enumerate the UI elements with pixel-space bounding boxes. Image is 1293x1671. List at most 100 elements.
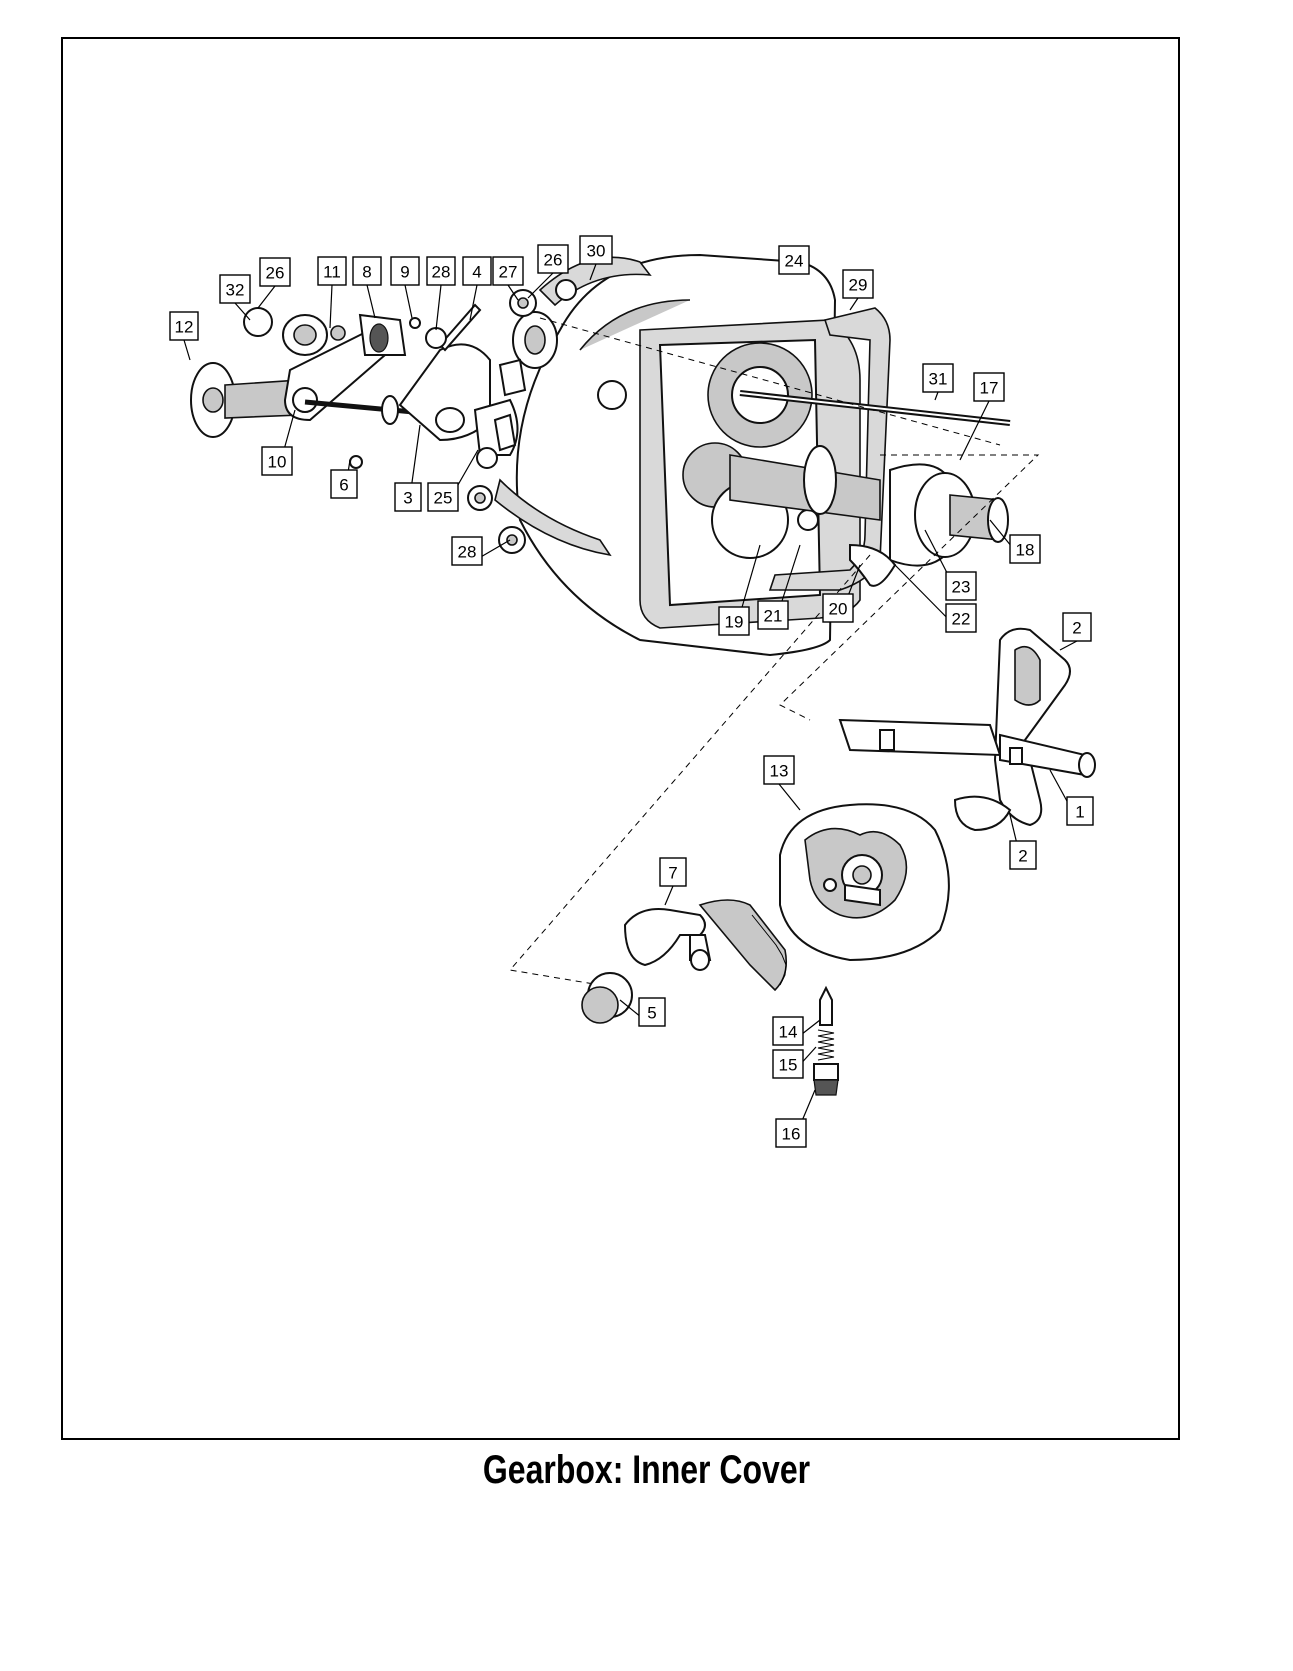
part-label-number: 16	[782, 1125, 801, 1144]
part-label-number: 14	[779, 1023, 798, 1042]
part-label-number: 6	[339, 476, 348, 495]
part-label-number: 13	[770, 762, 789, 781]
leader-line	[849, 297, 859, 311]
part-label-box	[537, 244, 569, 274]
leader-line	[366, 284, 376, 319]
part-label-number: 26	[266, 264, 285, 283]
part-label-number: 30	[587, 242, 606, 261]
part-label-box	[718, 606, 750, 636]
part-label-box	[842, 269, 874, 299]
part-label-box	[426, 256, 456, 286]
part-label-number: 24	[785, 252, 804, 271]
part-label-number: 11	[323, 263, 341, 282]
leader-line	[469, 284, 478, 321]
part-label-number: 7	[668, 864, 677, 883]
part-label-number: 9	[400, 263, 409, 282]
part-label-number: 3	[403, 489, 412, 508]
part-label-box	[462, 256, 492, 286]
bush-5	[581, 972, 633, 1024]
part-label-number: 5	[647, 1004, 656, 1023]
part-label-box	[659, 857, 687, 887]
selector-linkage	[190, 259, 577, 469]
part-label-box	[451, 536, 483, 566]
leader-line	[404, 284, 413, 319]
part-label-box	[579, 235, 613, 265]
part-label-number: 31	[929, 370, 948, 389]
part-label-box	[775, 1118, 807, 1148]
part-label-box	[427, 482, 459, 512]
part-label-number: 26	[544, 251, 563, 270]
cam-assembly	[729, 445, 1009, 587]
part-label-box	[922, 363, 954, 393]
part-label-number: 20	[829, 600, 848, 619]
part-label-box	[317, 256, 347, 286]
part-label-box	[638, 997, 666, 1027]
part-label-number: 19	[725, 613, 744, 632]
part-label-number: 28	[458, 543, 477, 562]
part-label-box	[973, 372, 1005, 402]
part-label-number: 29	[849, 276, 868, 295]
part-label-number: 2	[1072, 619, 1081, 638]
gasket-lower-strip	[494, 478, 612, 557]
part-label-box	[945, 571, 977, 601]
leader-line	[507, 284, 519, 301]
part-label-number: 23	[952, 578, 971, 597]
leader-line	[234, 302, 251, 321]
leader-line	[934, 391, 939, 401]
leader-line	[183, 339, 191, 361]
part-label-number: 22	[952, 610, 971, 629]
leader-line	[664, 885, 674, 906]
diagram-caption: Gearbox: Inner Cover	[482, 1448, 811, 1492]
part-label-number: 15	[779, 1056, 798, 1075]
part-label-box	[261, 446, 293, 476]
part-label-number: 27	[499, 263, 518, 282]
part-label-box	[945, 603, 977, 633]
part-label-number: 25	[434, 489, 453, 508]
part-label-box	[763, 755, 795, 785]
leader-line	[959, 400, 990, 461]
part-label-number: 32	[226, 281, 245, 300]
part-label-number: 21	[764, 607, 783, 626]
leader-line	[527, 272, 554, 299]
leader-line	[329, 284, 333, 329]
part-label-box	[822, 593, 854, 623]
leader-line	[257, 285, 276, 309]
part-label-box	[778, 245, 810, 275]
part-label-box	[169, 311, 199, 341]
part-label-number: 12	[175, 318, 194, 337]
part-label-number: 1	[1075, 803, 1084, 822]
leader-line	[1059, 640, 1078, 651]
part-label-number: 4	[472, 263, 481, 282]
part-label-box	[390, 256, 420, 286]
part-label-box	[1009, 534, 1041, 564]
leader-line	[435, 284, 442, 331]
part-label-box	[394, 482, 422, 512]
selector-fork-assembly	[838, 627, 1096, 832]
part-label-number: 2	[1018, 847, 1027, 866]
part-label-number: 17	[980, 379, 999, 398]
diagram-frame	[61, 37, 1180, 1440]
part-label-box	[1009, 840, 1037, 870]
fork-7	[623, 899, 788, 992]
leader-line	[589, 263, 597, 281]
part-label-box	[772, 1049, 804, 1079]
part-label-number: 28	[432, 263, 451, 282]
leader-line	[778, 783, 801, 811]
part-label-box	[1066, 796, 1094, 826]
part-label-box	[1062, 612, 1092, 642]
cam-plate-13	[779, 803, 950, 962]
assembly-outline	[509, 454, 1040, 986]
part-label-box	[259, 257, 291, 287]
part-label-box	[352, 256, 382, 286]
part-label-box	[757, 600, 789, 630]
part-label-box	[492, 256, 524, 286]
part-label-number: 10	[268, 453, 287, 472]
plunger-spring-plug	[813, 985, 839, 1096]
part-label-number: 8	[362, 263, 371, 282]
part-label-box	[772, 1016, 804, 1046]
part-label-box	[330, 469, 358, 499]
part-label-box	[219, 274, 251, 304]
part-label-number: 18	[1016, 541, 1035, 560]
